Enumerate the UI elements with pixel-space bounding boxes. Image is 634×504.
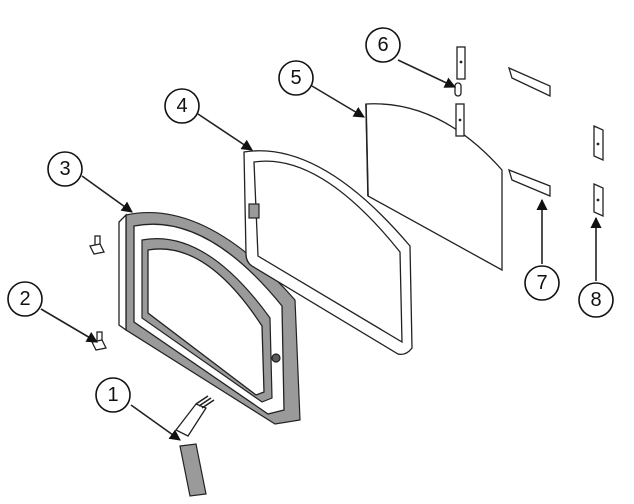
glass-retainer-set xyxy=(507,66,551,197)
callout-7: 7 xyxy=(524,265,560,301)
glass-clip-set xyxy=(454,46,466,137)
callout-6-label: 6 xyxy=(377,34,388,56)
side-bracket-set xyxy=(593,124,604,218)
callout-2: 2 xyxy=(7,281,43,317)
callout-4-label: 4 xyxy=(176,95,187,117)
leader-1 xyxy=(130,404,181,441)
callout-3: 3 xyxy=(47,151,83,187)
glass-panel xyxy=(365,103,503,272)
callout-8: 8 xyxy=(578,282,614,318)
door-gasket xyxy=(243,150,413,356)
leader-6 xyxy=(397,59,457,88)
callout-1: 1 xyxy=(95,377,131,413)
callout-6: 6 xyxy=(365,27,401,63)
callout-8-label: 8 xyxy=(590,289,601,311)
callout-7-label: 7 xyxy=(536,272,547,294)
callout-5-label: 5 xyxy=(290,67,301,89)
leader-3 xyxy=(81,175,133,213)
leader-lines xyxy=(40,59,602,441)
callout-1-label: 1 xyxy=(107,384,118,406)
callout-5: 5 xyxy=(278,60,314,96)
leader-5 xyxy=(311,85,365,118)
hinge-pin-upper xyxy=(89,235,105,255)
leader-2 xyxy=(40,308,98,343)
callout-4: 4 xyxy=(164,88,200,124)
leader-4 xyxy=(197,113,253,151)
callout-3-label: 3 xyxy=(59,158,70,180)
callout-2-label: 2 xyxy=(19,288,30,310)
door-handle xyxy=(175,395,215,497)
latch-icon xyxy=(271,353,281,363)
